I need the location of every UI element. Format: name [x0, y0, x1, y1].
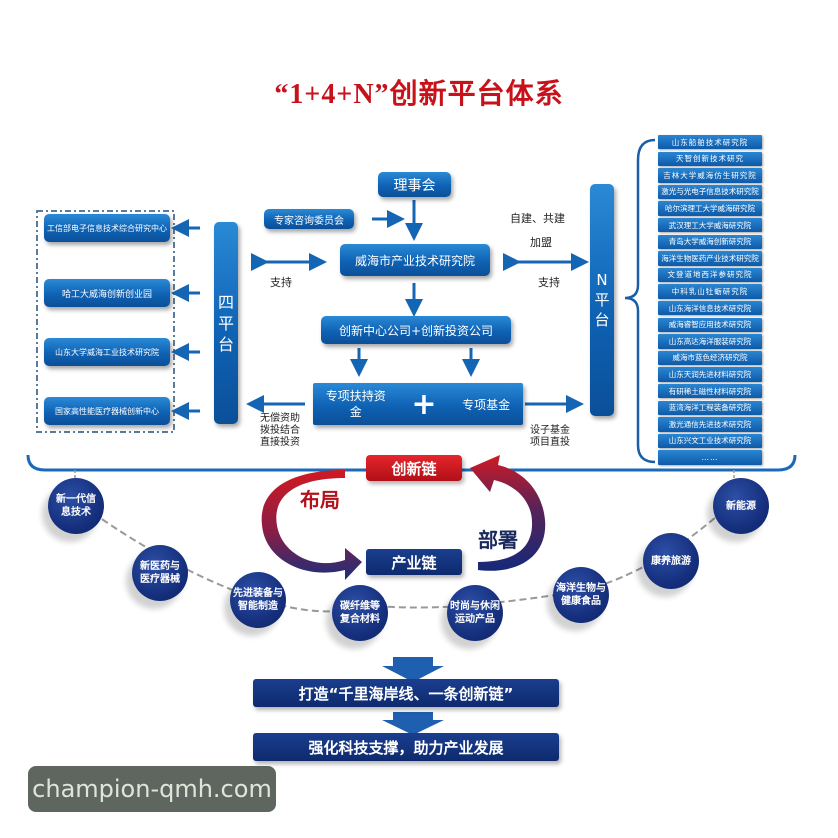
industry-circle: 康养旅游	[643, 533, 699, 589]
n-platform-item: 山东船舶技术研究院	[658, 135, 762, 150]
note-line: 设子基金	[530, 425, 570, 436]
four-platform-item: 哈工大威海创新创业园	[44, 279, 170, 307]
n-platform-item: 激光与光电子信息技术研究院	[658, 184, 762, 200]
industry-label: 碳纤维等复合材料	[340, 601, 380, 625]
council-box: 理事会	[378, 172, 451, 197]
industry-circle: 海洋生物与健康食品	[553, 567, 609, 623]
n-platform-item: 山东海洋信息技术研究院	[658, 301, 762, 316]
n-platform-item: 文登道地西洋参研究院	[658, 267, 762, 283]
funds-box: 专项扶持资金 + 专项基金	[313, 383, 523, 425]
support-left-label: 支持	[270, 276, 292, 289]
industry-circle: 碳纤维等复合材料	[332, 585, 388, 641]
slogan-1: 打造“千里海岸线、一条创新链”	[298, 684, 514, 703]
n-platform-item: 青岛大学威海创新研究院	[658, 234, 762, 249]
industry-chain-label: 产业链	[391, 553, 437, 572]
four-platform-char: 平	[217, 313, 234, 333]
four-platform-char: 台	[217, 334, 234, 354]
n-bracket	[624, 138, 656, 464]
n-platform-item: 激光通信先进技术研究院	[658, 417, 762, 432]
plus-icon: +	[411, 386, 437, 422]
industry-label: 先进装备与智能制造	[233, 588, 283, 612]
four-platform-bar: 四 平 台	[214, 222, 238, 424]
down-arrow-icon-1	[382, 657, 444, 682]
support-right-label: 支持	[538, 276, 560, 289]
industry-curve	[74, 499, 736, 613]
innovation-chain-label: 创新链	[391, 459, 437, 478]
innovation-chain-box: 创新链	[366, 455, 462, 481]
right-fund-notes: 设子基金 项目直投	[530, 425, 570, 449]
four-platform-dashed-box	[36, 210, 175, 433]
slogan-2: 强化科技支撑，助力产业发展	[308, 738, 504, 757]
four-platform-item: 山东大学威海工业技术研究院	[44, 338, 170, 366]
n-platform-bar: N 平 台	[590, 184, 614, 416]
council-label: 理事会	[393, 177, 436, 194]
n-platform-char: 台	[594, 311, 610, 329]
n-platform-item: 山东兴文工业技术研究院	[658, 433, 762, 449]
n-platform-char: 平	[594, 291, 610, 309]
n-platform-item-more: ……	[658, 450, 762, 465]
left-fund-notes: 无偿资助 拨投结合 直接投资	[260, 413, 300, 449]
n-platform-char: N	[596, 271, 608, 289]
industry-circle: 时尚与休闲运动产品	[447, 585, 503, 641]
deploy-label: 部署	[478, 528, 518, 552]
slogan-banner-2: 强化科技支撑，助力产业发展	[253, 733, 559, 761]
n-platform-item: 有研稀土磁性材料研究院	[658, 384, 762, 399]
four-platform-item-label: 山东大学威海工业技术研究院	[55, 347, 159, 357]
slogan-banner-1: 打造“千里海岸线、一条创新链”	[253, 679, 559, 707]
four-platform-item-label: 哈工大威海创新创业园	[61, 289, 152, 300]
deploy-arrow-icon	[470, 455, 546, 571]
diagram-title: “1+4+N”创新平台体系	[0, 72, 838, 112]
four-platform-item: 工信部电子信息技术综合研究中心	[44, 214, 170, 242]
four-platform-item-label: 工信部电子信息技术综合研究中心	[47, 223, 167, 233]
note-line: 直接投资	[260, 437, 300, 448]
industry-circle: 先进装备与智能制造	[230, 572, 286, 628]
n-platform-item: 海洋生物医药产业技术研究院	[658, 251, 762, 266]
watermark: champion-qmh.com	[28, 766, 276, 812]
layout-label: 布局	[300, 488, 340, 512]
self-build-label: 自建、共建	[510, 212, 565, 225]
n-platform-item: 武汉理工大学威海研究院	[658, 218, 762, 233]
industry-label: 海洋生物与健康食品	[556, 583, 606, 607]
expert-committee-box: 专家咨询委员会	[264, 209, 354, 229]
watermark-text: champion-qmh.com	[32, 775, 272, 803]
industry-circle: 新一代信息技术	[48, 478, 104, 534]
n-platform-item: 吉林大学威海仿生研究院	[658, 168, 762, 183]
industry-label: 新能源	[726, 500, 756, 512]
industry-label: 康养旅游	[651, 555, 691, 567]
four-platform-item: 国家高性能医疗器械创新中心	[44, 397, 170, 425]
n-platform-item: 蓝湾海洋工程装备研究院	[658, 400, 762, 415]
industry-chain-box: 产业链	[366, 549, 462, 575]
n-platform-item: 威海市蓝色经济研究院	[658, 350, 762, 366]
title-quote: “1+4+N”	[274, 79, 390, 110]
four-platform-char: 四	[217, 292, 234, 312]
companies-label: 创新中心公司+创新投资公司	[338, 323, 494, 338]
industry-circle: 新医药与医疗器械	[132, 545, 188, 601]
layout-arrow-icon	[261, 470, 362, 580]
join-label: 加盟	[530, 236, 552, 249]
industry-label: 新医药与医疗器械	[140, 561, 180, 585]
industry-label: 时尚与休闲运动产品	[450, 601, 500, 625]
down-arrow-icon-2	[382, 712, 444, 735]
institute-label: 威海市产业技术研究院	[354, 253, 475, 268]
note-line: 拨投结合	[260, 425, 300, 436]
special-support-fund-label: 专项扶持资金	[325, 389, 386, 419]
industry-label: 新一代信息技术	[56, 494, 96, 518]
n-platform-item: 山东天润先进材料研究院	[658, 367, 762, 382]
special-fund-label: 专项基金	[462, 397, 511, 412]
n-platform-item: 威海睿智应用技术研究院	[658, 317, 762, 332]
note-line: 项目直投	[530, 437, 570, 448]
note-line: 无偿资助	[260, 413, 300, 424]
title-text: 创新平台体系	[389, 77, 564, 110]
n-platform-item: 中科乳山牡蛎研究院	[658, 284, 762, 299]
n-platform-item: 山东高达海洋服装研究院	[658, 334, 762, 349]
companies-box: 创新中心公司+创新投资公司	[321, 316, 511, 344]
institute-box: 威海市产业技术研究院	[340, 244, 490, 276]
n-platform-item: 哈尔滨理工大学威海研究院	[658, 201, 762, 216]
industry-circle: 新能源	[713, 478, 769, 534]
four-platform-item-label: 国家高性能医疗器械创新中心	[55, 406, 159, 416]
expert-committee-label: 专家咨询委员会	[274, 215, 344, 227]
n-platform-item: 天智创新技术研究	[658, 151, 762, 166]
